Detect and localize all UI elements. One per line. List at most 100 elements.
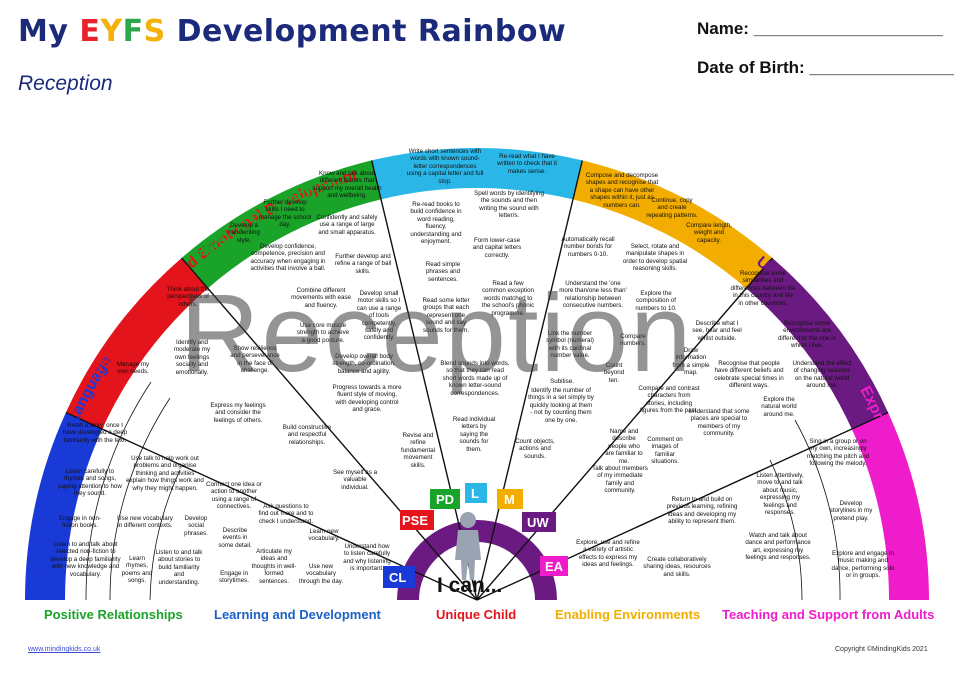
footer-enabling-environments: Enabling Environments xyxy=(555,607,701,622)
statement-cl-1: Use talk to help work out problems and o… xyxy=(126,455,204,492)
panel-ea xyxy=(477,428,889,600)
center-label: I can... xyxy=(437,574,503,597)
panel-maths xyxy=(477,199,747,600)
statement-lit-4: Read simple phrases and sentences. xyxy=(425,261,461,283)
statement-lit-2: Re-read books to build confidence in wor… xyxy=(410,201,462,246)
statement-ea-1: Listen attentively, move to and talk abo… xyxy=(756,472,804,517)
statement-cl-5: Develop social phrases. xyxy=(184,515,208,537)
panel-pse xyxy=(102,288,478,600)
badge-cl: CL xyxy=(389,570,406,585)
child-figure-icon xyxy=(455,512,481,580)
statement-lit-9: Read individual letters by saying the so… xyxy=(452,416,496,453)
page-subtitle: Reception xyxy=(18,72,113,95)
statement-ea-6: Create collaboratively sharing ideas, re… xyxy=(643,556,711,578)
statement-pse-3: Show resilience and perseverance in the … xyxy=(230,345,280,375)
statement-pd-1: Further develop skills I need to manage … xyxy=(258,199,312,229)
statement-uw-0: Recognise some similarities and differen… xyxy=(730,270,796,307)
statement-pd-6: Combine different movements with ease an… xyxy=(291,287,351,309)
statement-maths-4: Select, rotate and manipulate shapes in … xyxy=(622,243,688,273)
statement-uw-6: Compare and contrast characters from sto… xyxy=(638,385,700,415)
statement-maths-8: Compare numbers. xyxy=(620,333,646,348)
statement-cl-6: Listen to and talk about selected non-fi… xyxy=(50,541,121,578)
statement-lit-5: Form lower-case and capital letters corr… xyxy=(472,237,522,259)
statement-uw-8: Understand that some places are special … xyxy=(688,408,750,438)
badge-m: M xyxy=(504,492,515,507)
statement-pse-5: Build constructive and respectful relati… xyxy=(282,424,332,446)
statement-ea-3: Return to and build on previous learning… xyxy=(666,496,738,526)
panel-lit xyxy=(381,188,573,601)
footer-positive-relationships: Positive Relationships xyxy=(44,607,183,622)
statement-lit-7: Read a few common exception words matche… xyxy=(481,280,535,317)
dob-field-label: Date of Birth: ________________ xyxy=(697,58,954,77)
statement-cl-14: Learn new vocabulary. xyxy=(308,528,340,543)
statement-pd-0: Know and talk about different factors th… xyxy=(312,170,382,200)
statement-maths-11: Count beyond ten. xyxy=(603,362,625,384)
statement-uw-2: Recognise some environments are differen… xyxy=(777,320,837,350)
statement-maths-5: Understand the 'one more than/one less t… xyxy=(559,280,627,310)
statement-uw-1: Describe what I see, hear and feel whils… xyxy=(692,320,742,342)
footer-learning-development: Learning and Development xyxy=(214,607,381,622)
statement-pse-2: Identify and moderate my own feelings so… xyxy=(173,339,211,376)
page-title: My EYFS Development Rainbow xyxy=(18,14,567,49)
panel-pd xyxy=(207,199,477,600)
statement-ea-5: Explore, use and refine a variety of art… xyxy=(576,539,640,569)
statement-lit-0: Write short sentences with words with kn… xyxy=(406,148,484,185)
statement-cl-4: Use new vocabulary in different contexts… xyxy=(117,515,173,530)
statement-maths-3: Compare length, weight and capacity. xyxy=(686,222,732,244)
statement-uw-3: Draw information from a simple map. xyxy=(672,347,710,377)
statement-cl-13: Ask questions to find out more and to ch… xyxy=(258,503,314,525)
badge-l: L xyxy=(471,486,479,501)
statement-maths-7: Link the number symbol (numeral) with it… xyxy=(546,330,594,360)
badge-pse: PSE xyxy=(402,513,428,528)
footer-unique-child: Unique Child xyxy=(436,607,517,622)
statement-cl-7: Learn rhymes, poems and songs. xyxy=(121,555,153,585)
statement-pse-0: Think about the perspectives of others. xyxy=(166,286,210,308)
statement-ea-4: Watch and talk about dance and performan… xyxy=(745,532,811,562)
statement-maths-6: Explore the composition of numbers to 10… xyxy=(635,290,677,312)
website-link[interactable]: www.mindingkids.co.uk xyxy=(28,646,101,653)
statement-ea-0: Sing in a group or on my own, increasing… xyxy=(806,438,870,468)
statement-cl-11: Engage in storytimes. xyxy=(219,570,249,585)
statement-pd-11: Revise and refine fundamental movement s… xyxy=(400,432,436,469)
area-title-lit: Literacy xyxy=(428,150,489,170)
name-field-label: Name: ____________________ xyxy=(697,19,943,38)
statement-pd-10: Progress towards a more fluent style of … xyxy=(332,384,402,414)
statement-lit-1: Re-read what I have written to check tha… xyxy=(497,153,557,175)
statement-uw-5: Understand the effect of changing season… xyxy=(792,360,852,390)
statement-maths-2: Automatically recall number bonds for nu… xyxy=(561,236,615,258)
copyright-text: Copyright ©MindingKids 2021 xyxy=(835,646,928,653)
statement-pd-4: Develop confidence, competence, precisio… xyxy=(250,243,326,273)
statement-ea-2: Develop storylines in my pretend play. xyxy=(829,500,873,522)
statement-cl-9: Connect one idea or action to another us… xyxy=(206,481,262,511)
panel-uw xyxy=(477,288,852,600)
statement-maths-0: Compose and decompose shapes and recogni… xyxy=(585,172,659,209)
statement-pd-2: Develop a handwriting style. xyxy=(228,222,260,244)
statement-cl-10: Describe events in some detail. xyxy=(218,527,252,549)
badge-uw: UW xyxy=(527,515,549,530)
statement-pd-8: Use core muscle strength to achieve a go… xyxy=(296,322,350,344)
statement-pd-9: Develop overall body strength, co-ordina… xyxy=(332,353,396,375)
statement-pse-6: See myself as a valuable individual. xyxy=(332,469,378,491)
statement-maths-1: Continue, copy and create repeating patt… xyxy=(646,197,698,219)
statement-cl-2: Listen carefully to rhymes and songs, pa… xyxy=(58,468,122,498)
statement-pd-3: Confidently and safely use a range of la… xyxy=(316,214,378,236)
statement-cl-15: Use new vocabulary through the day. xyxy=(298,563,344,585)
panel-cl xyxy=(65,428,477,600)
statement-pse-1: Manage my own needs. xyxy=(116,361,150,376)
statement-lit-6: Read some letter groups that each repres… xyxy=(422,297,470,334)
statement-ea-7: Explore and engage in music making and d… xyxy=(831,550,895,580)
statement-maths-9: Subitise. xyxy=(550,378,574,385)
statement-uw-7: Explore the natural world around me. xyxy=(761,396,797,418)
statement-cl-8: Listen to and talk about stories to buil… xyxy=(155,549,203,586)
statement-maths-10: Identify the number of things in a set s… xyxy=(528,387,594,424)
statement-lit-3: Spell words by identifying the sounds an… xyxy=(474,190,544,220)
statement-cl-16: Understand how to listen carefully and w… xyxy=(343,543,391,573)
statement-uw-4: Recognise that people have different bel… xyxy=(714,360,784,390)
statement-cl-12: Articulate my ideas and thoughts in well… xyxy=(251,548,297,585)
statement-pse-4: Express my feelings and consider the fee… xyxy=(210,402,266,424)
statement-pd-7: Develop small motor skills so I can use … xyxy=(356,290,402,342)
statement-cl-3: Engage in non-fiction books. xyxy=(59,515,101,530)
badge-pd: PD xyxy=(436,492,454,507)
statement-pd-5: Further develop and refine a range of ba… xyxy=(334,253,392,275)
